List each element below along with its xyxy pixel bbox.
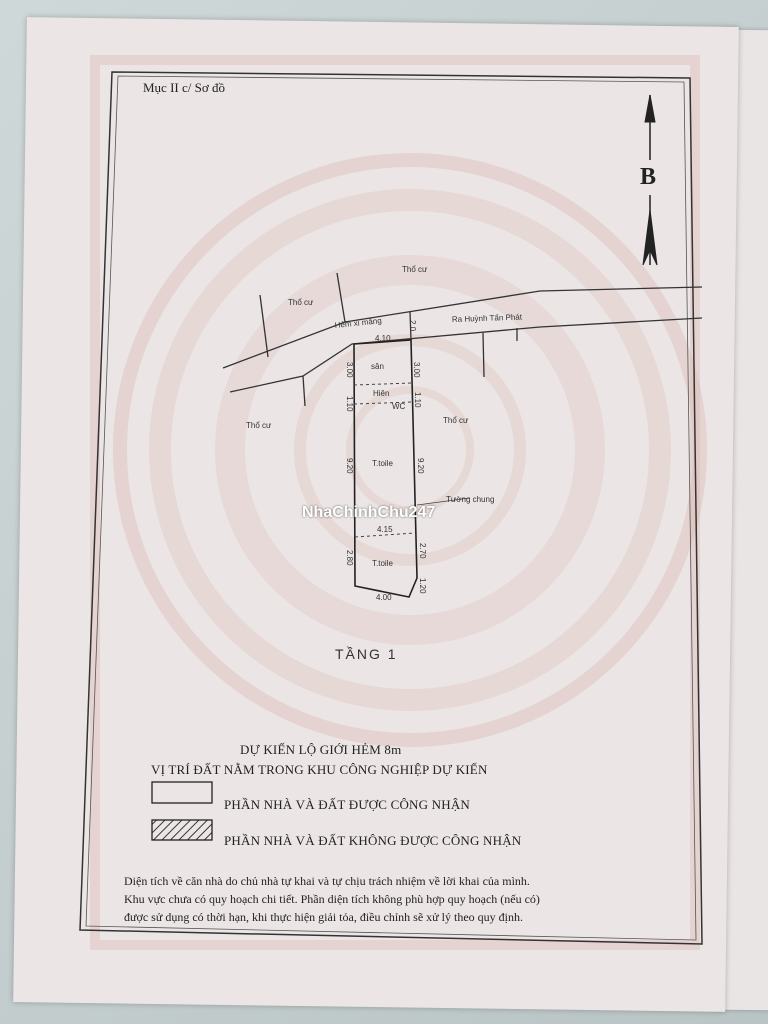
- room-label: sân: [371, 362, 384, 371]
- dim-corner: 1.20: [418, 578, 427, 594]
- room-label: WC: [392, 402, 406, 411]
- legend-box-recognized: [151, 781, 213, 804]
- alley-label: Hẻm xi măng: [334, 316, 382, 330]
- legend-line-2: VỊ TRÍ ĐẤT NẰM TRONG KHU CÔNG NGHIỆP DỰ …: [151, 762, 488, 777]
- legend-recognized-label: PHẦN NHÀ VÀ ĐẤT ĐƯỢC CÔNG NHẬN: [224, 797, 471, 812]
- dim-right-1: 3.00: [412, 362, 421, 378]
- note-line: Khu vực chưa có quy hoạch chi tiết. Phần…: [124, 892, 540, 906]
- dim-back: 4.00: [376, 593, 392, 602]
- dim-left-4: 2.80: [345, 550, 354, 566]
- note-line: được sử dụng có thời hạn, khi thực hiện …: [124, 910, 523, 924]
- dim-right-2: 1.10: [413, 392, 422, 408]
- road-label: Ra Huỳnh Tấn Phát: [452, 313, 523, 324]
- legend-not-recognized-label: PHẦN NHÀ VÀ ĐẤT KHÔNG ĐƯỢC CÔNG NHẬN: [224, 833, 522, 848]
- section-title: Mục II c/ Sơ đồ: [143, 80, 225, 95]
- frame-border: [79, 71, 703, 945]
- dim-left-2: 1.10: [345, 396, 354, 412]
- room-label: T.toile: [372, 459, 393, 468]
- neighbor-label: Thổ cư: [402, 265, 428, 274]
- neighbor-label: Thổ cư: [246, 421, 272, 430]
- dim-left-3: 9.20: [345, 458, 354, 474]
- note-line: Diện tích về căn nhà do chủ nhà tự khai …: [124, 874, 530, 888]
- room-label: T.toile: [372, 559, 393, 568]
- dim-front: 4.10: [375, 334, 391, 343]
- dim-right-3: 9.20: [416, 458, 425, 474]
- north-arrow-icon: [642, 94, 658, 266]
- dim-mid: 4.15: [377, 525, 393, 534]
- north-label: B: [640, 164, 656, 190]
- dim-left-1: 3.00: [345, 362, 354, 378]
- guilloche-pattern: [90, 55, 707, 950]
- site-lines: [222, 272, 703, 407]
- land-plot: [353, 339, 418, 598]
- legend-line-1: DỰ KIẾN LỘ GIỚI HẺM 8m: [240, 742, 402, 757]
- neighbor-label: Thổ cư: [288, 298, 314, 307]
- room-label: Hiên: [373, 389, 389, 398]
- dim-right-4: 2.70: [418, 543, 427, 559]
- watermark-text: NhaChinhChu247: [302, 504, 436, 521]
- neighbor-label: Thổ cư: [443, 416, 469, 425]
- floor-label: TẦNG 1: [335, 646, 398, 662]
- legend-box-not-recognized: [151, 819, 213, 841]
- shared-wall-label: Tường chung: [446, 495, 494, 504]
- dim-alley: 2.0: [408, 320, 417, 332]
